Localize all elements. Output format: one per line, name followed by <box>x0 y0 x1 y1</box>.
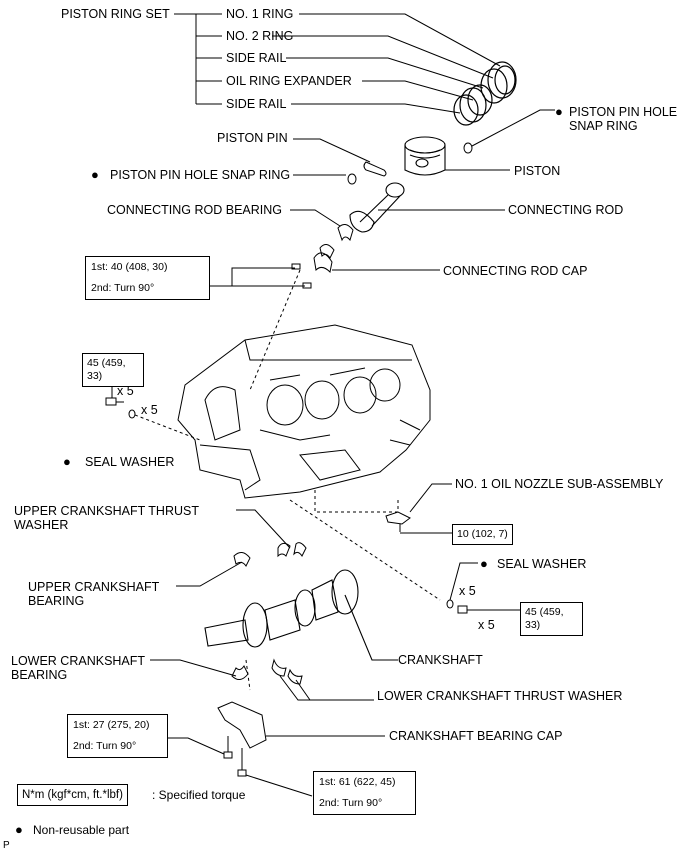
label-connecting-rod-cap: CONNECTING ROD CAP <box>443 264 588 278</box>
torque-seal-bolt-right: 45 (459, 33) <box>525 606 564 631</box>
piston-rings <box>453 61 517 126</box>
piston-pin <box>293 138 387 177</box>
torque-box-seal-bolt-right: 45 (459, 33) <box>520 602 583 636</box>
cylinder-block <box>177 324 431 499</box>
torque-cap-bolt-a-1st: 1st: 27 (275, 20) <box>73 719 150 731</box>
lower-bearing-parts <box>150 658 374 701</box>
bearing-cap-parts <box>168 701 385 797</box>
label-piston: PISTON <box>514 164 561 178</box>
legend-torque-unit-box: N*m (kgf*cm, ft.*lbf) <box>17 784 128 806</box>
non-reusable-bullet: ● <box>63 454 71 469</box>
label-seal-washer-left: SEAL WASHER <box>85 455 175 469</box>
qty-x5-c: x 5 <box>459 584 476 598</box>
label-oil-ring-expander: OIL RING EXPANDER <box>226 74 352 88</box>
torque-box-oil-nozzle: 10 (102, 7) <box>452 524 513 545</box>
label-no2-ring: NO. 2 RING <box>226 29 294 43</box>
crankshaft <box>204 569 398 661</box>
label-lower-thrust-washer: LOWER CRANKSHAFT THRUST WASHER <box>377 689 623 703</box>
qty-x5-a: x 5 <box>117 384 134 398</box>
label-connecting-rod: CONNECTING ROD <box>508 203 624 217</box>
torque-rod-cap-1st: 1st: 40 (408, 30) <box>91 261 168 273</box>
ring-leaders <box>272 13 501 114</box>
upper-thrust-washer <box>236 509 307 558</box>
label-seal-washer-right: SEAL WASHER <box>497 557 587 571</box>
label-snap-ring-left: PISTON PIN HOLE SNAP RING <box>110 168 291 182</box>
torque-box-rod-cap: 1st: 40 (408, 30) 2nd: Turn 90° <box>85 256 210 300</box>
rod-cap-bolts <box>208 263 312 289</box>
label-piston-pin: PISTON PIN <box>217 131 288 145</box>
torque-cap-bolt-a-2nd: 2nd: Turn 90° <box>73 740 137 752</box>
non-reusable-bullet: ● <box>555 104 563 119</box>
torque-oil-nozzle: 10 (102, 7) <box>457 528 508 540</box>
label-crankshaft: CRANKSHAFT <box>398 653 483 667</box>
snap-ring-left <box>293 173 357 185</box>
snap-ring-right <box>463 109 555 154</box>
torque-box-seal-bolt-left: 45 (459, 33) <box>82 353 144 387</box>
qty-x5-d: x 5 <box>478 618 495 632</box>
label-upper-thrust-washer: UPPER CRANKSHAFT THRUST WASHER <box>14 504 199 532</box>
non-reusable-bullet: ● <box>480 556 488 571</box>
legend-torque-text: : Specified torque <box>152 788 246 802</box>
torque-rod-cap-2nd: 2nd: Turn 90° <box>91 282 155 294</box>
label-no1-ring: NO. 1 RING <box>226 7 294 21</box>
label-side-rail-2: SIDE RAIL <box>226 97 287 111</box>
label-connecting-rod-bearing: CONNECTING ROD BEARING <box>107 203 283 217</box>
footer-code: P <box>3 840 10 851</box>
oil-nozzle <box>385 483 452 534</box>
torque-cap-bolt-b-1st: 1st: 61 (622, 45) <box>319 776 396 788</box>
piston-ring-set-bracket <box>174 13 222 105</box>
connecting-rod <box>349 182 505 233</box>
torque-seal-bolt-left: 45 (459, 33) <box>87 357 126 382</box>
torque-box-cap-bolt-a: 1st: 27 (275, 20) 2nd: Turn 90° <box>67 714 168 758</box>
label-upper-bearing: UPPER CRANKSHAFT BEARING <box>28 580 160 608</box>
seal-bolt-right <box>446 562 520 614</box>
dashed-guides <box>134 269 441 691</box>
label-bearing-cap: CRANKSHAFT BEARING CAP <box>389 729 563 743</box>
label-oil-nozzle: NO. 1 OIL NOZZLE SUB-ASSEMBLY <box>455 477 664 491</box>
label-side-rail-1: SIDE RAIL <box>226 51 287 65</box>
non-reusable-bullet: ● <box>91 167 99 182</box>
piston <box>404 136 510 176</box>
qty-x5-b: x 5 <box>141 403 158 417</box>
connecting-rod-cap <box>313 252 440 274</box>
upper-crankshaft-bearing <box>176 552 251 587</box>
connecting-rod-bearing <box>290 209 354 259</box>
torque-box-cap-bolt-b: 1st: 61 (622, 45) 2nd: Turn 90° <box>313 771 416 815</box>
label-lower-bearing: LOWER CRANKSHAFT BEARING <box>11 654 145 682</box>
torque-cap-bolt-b-2nd: 2nd: Turn 90° <box>319 797 383 809</box>
label-piston-ring-set: PISTON RING SET <box>61 7 170 21</box>
legend-non-reusable: Non-reusable part <box>33 823 130 837</box>
non-reusable-bullet: ● <box>15 822 23 837</box>
label-snap-ring-right: PISTON PIN HOLE SNAP RING <box>569 105 678 133</box>
